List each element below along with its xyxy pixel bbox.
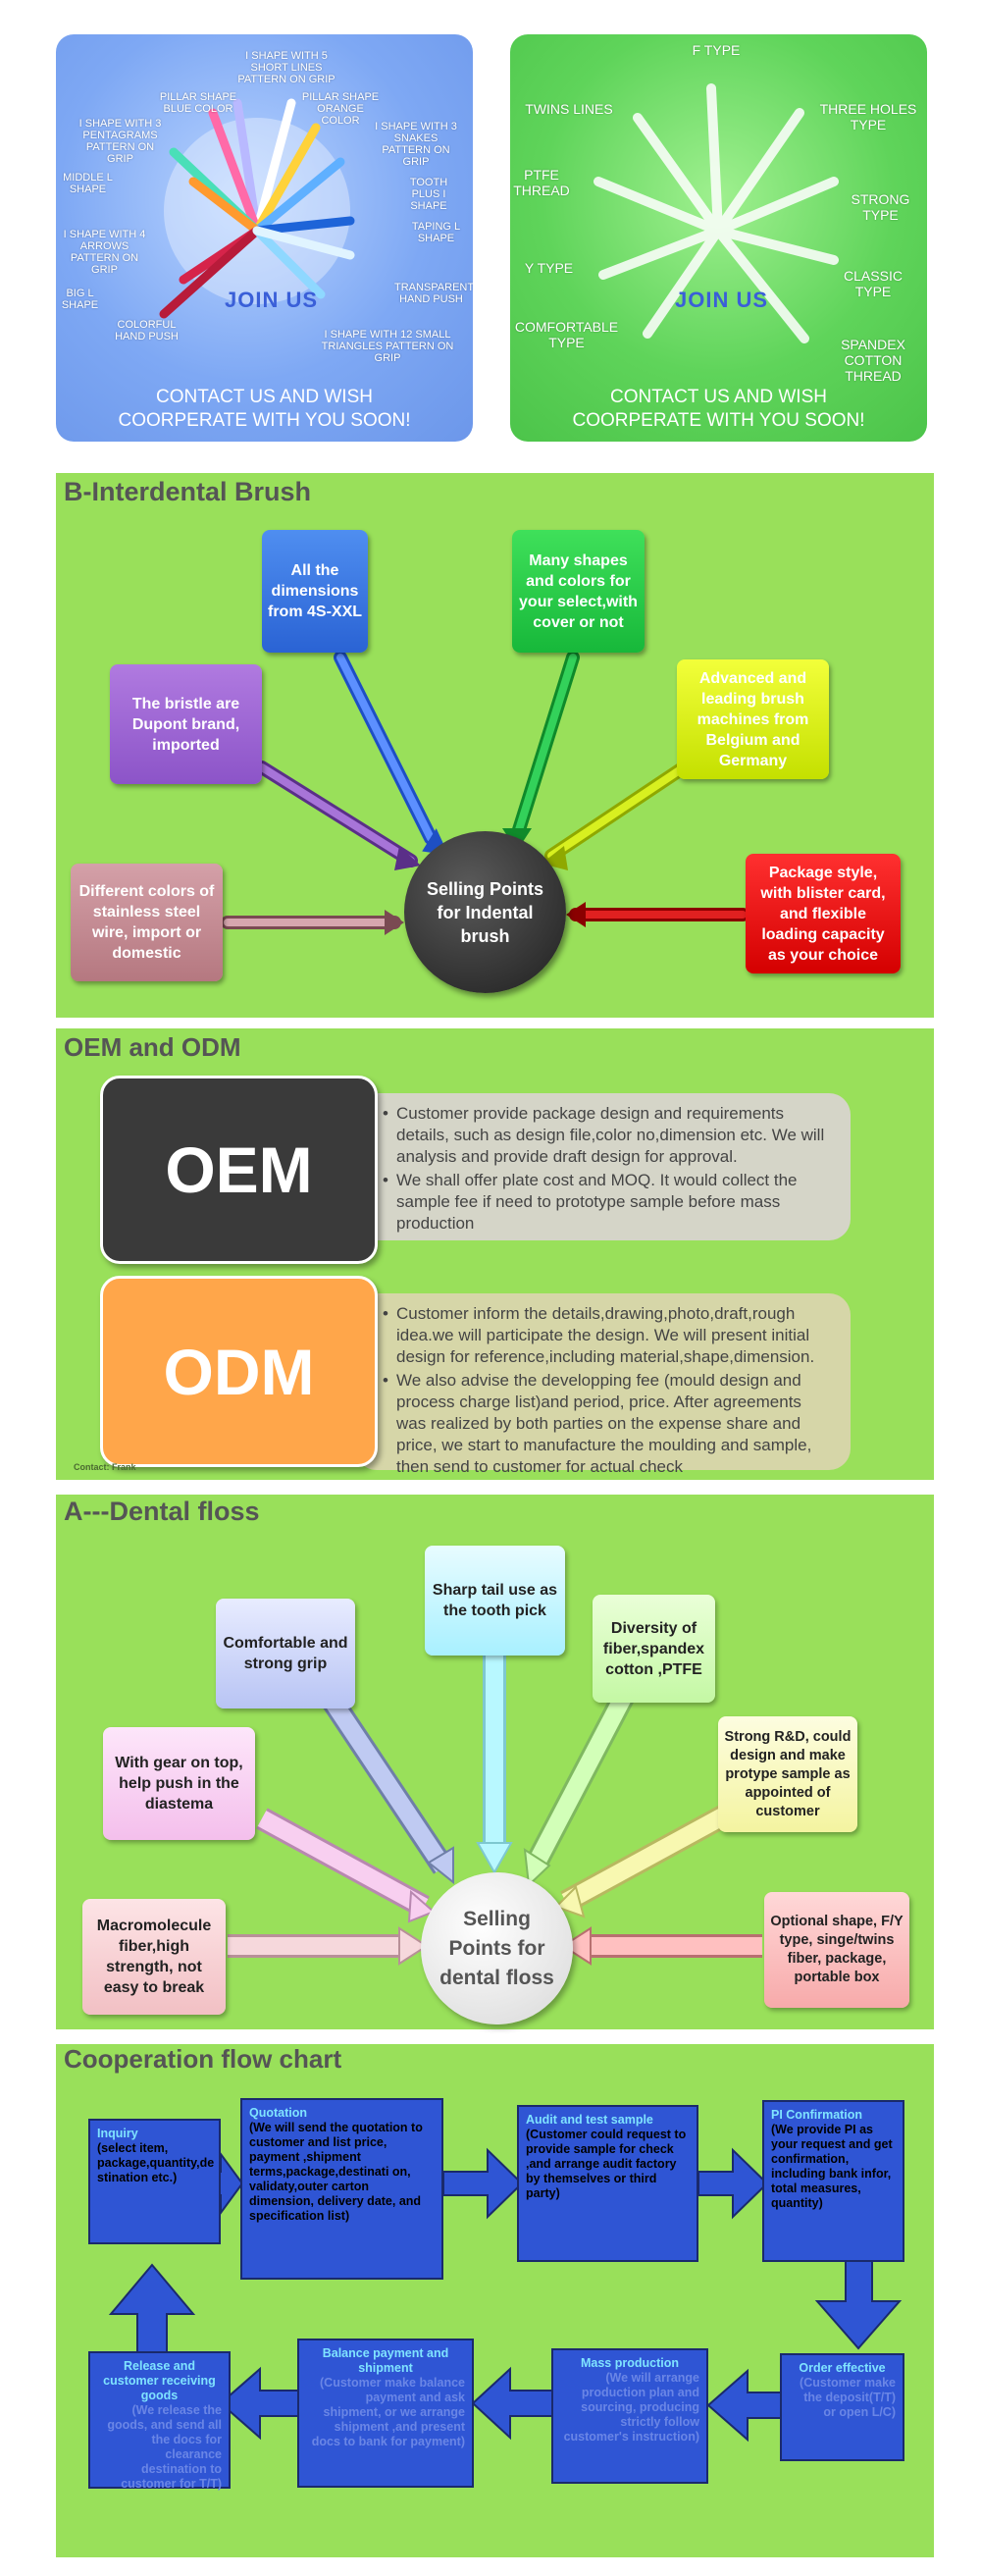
flow-step-body: (We will send the quotation to customer … [249,2121,423,2223]
flow-step-inquiry: Inquiry (select item, package,quantity,d… [88,2119,221,2244]
flow-step-title: PI Confirmation [771,2108,863,2122]
floss-picks [594,83,839,343]
contact-line: COORPERATE WITH YOU SOON! [118,410,411,431]
flow-step-body: (Customer make balance payment and ask s… [311,2376,465,2448]
floss-label: STRONG TYPE [851,191,910,223]
brush-label: I SHAPE WITH 12 SMALL TRIANGLES PATTERN … [321,329,454,364]
flow-step-title: Order effective [799,2361,886,2375]
brush-label: TOOTH PLUS I SHAPE [409,177,448,212]
contact-line: COORPERATE WITH YOU SOON! [572,410,865,431]
brush-point-box: Many shapes and colors for your select,w… [512,530,645,653]
floss-center-circle: Selling Points for dental floss [421,1872,573,2024]
contact-line: CONTACT US AND WISH [156,387,373,407]
oem-point: We shall offer plate cost and MOQ. It wo… [383,1170,835,1235]
brush-label: PILLAR SHAPE BLUE COLOR [159,91,237,115]
flow-step-audit-sample: Audit and test sample (Customer could re… [517,2105,698,2262]
contact-line: CONTACT US AND WISH [610,387,827,407]
odm-label-box: ODM [100,1276,378,1467]
flow-step-body: (Customer make the deposit(T/T) or open … [800,2376,896,2419]
brush-point-box: Advanced and leading brush machines from… [677,659,829,779]
cooperation-flow-panel: Cooperation flow chart Inquiry (select i… [56,2044,934,2557]
contact-note: Contact: Frank [74,1462,136,1472]
section-title: OEM and ODM [64,1032,241,1062]
brush-label: I SHAPE WITH 3 SNAKES PATTERN ON GRIP [375,121,457,168]
oem-odm-panel: OEM and ODM Customer provide package des… [56,1028,934,1480]
flow-step-body: (We release the goods, and send all the … [107,2403,222,2491]
flow-step-title: Quotation [249,2106,308,2120]
brush-handles [159,98,355,319]
brush-label: BIG L SHAPE [61,288,99,311]
floss-label: F TYPE [692,42,741,58]
flow-step-title: Release and customer receiving goods [103,2359,216,2402]
brush-label: I SHAPE WITH 3 PENTAGRAMS PATTERN ON GRI… [78,118,162,165]
brush-point-box: Different colors of stainless steel wire… [71,864,223,981]
oem-label-box: OEM [100,1076,378,1264]
floss-point-box: With gear on top, help push in the diast… [103,1727,255,1840]
flow-step-body: (Customer could request to provide sampl… [526,2128,687,2200]
join-us-text: JOIN US [225,288,319,312]
floss-label: COMFORTABLE TYPE [514,319,619,350]
flow-step-title: Mass production [580,2356,679,2370]
flow-step-order-effective: Order effective (Customer make the depos… [780,2353,904,2461]
floss-point-box: Macromolecule fiber,high strength, not e… [82,1899,226,2015]
flow-step-release-goods: Release and customer receiving goods (We… [88,2351,231,2491]
brush-label: TRANSPARENT HAND PUSH [394,282,473,305]
section-title: Cooperation flow chart [64,2044,342,2074]
brush-point-box: The bristle are Dupont brand, imported [110,664,262,784]
flow-step-title: Inquiry [97,2127,138,2140]
brush-label: COLORFUL HAND PUSH [115,319,179,342]
flow-step-quotation: Quotation (We will send the quotation to… [240,2098,443,2280]
flow-step-balance-payment: Balance payment and shipment (Customer m… [297,2339,474,2488]
brush-label: TAPING L SHAPE [411,221,461,244]
floss-point-box: Strong R&D, could design and make protyp… [718,1716,857,1832]
floss-label: TWINS LINES [525,101,613,117]
odm-point: We also advise the developping fee (moul… [383,1370,835,1478]
brush-fan-illustration [159,98,355,319]
flow-step-title: Balance payment and shipment [322,2346,449,2375]
join-us-text: JOIN US [675,288,769,312]
brush-selling-points-panel: B-Interdental Brush All the dimensions f… [56,473,934,1018]
floss-label: Y TYPE [524,260,574,276]
oem-description: Customer provide package design and requ… [355,1093,851,1240]
floss-point-box: Diversity of fiber,spandex cotton ,PTFE [593,1595,715,1703]
oem-point: Customer provide package design and requ… [383,1103,835,1168]
brush-label: I SHAPE WITH 5 SHORT LINES PATTERN ON GR… [237,50,336,85]
brush-banner: I SHAPE WITH 5 SHORT LINES PATTERN ON GR… [56,34,473,442]
flow-step-pi-confirmation: PI Confirmation (We provide PI as your r… [762,2100,904,2262]
flow-step-body: (We provide PI as your request and get c… [771,2123,893,2210]
flow-step-mass-production: Mass production (We will arrange product… [551,2348,708,2484]
floss-point-box: Comfortable and strong grip [216,1599,355,1709]
brush-point-box: All the dimensions from 4S-XXL [262,530,368,653]
floss-fan-illustration [594,83,839,343]
floss-banner: F TYPE TWINS LINES THREE HOLES TYPE PTFE… [510,34,927,442]
floss-selling-points-panel: A---Dental floss Sharp tail use as the t… [56,1495,934,2029]
flow-step-body: (We will arrange production plan and sou… [563,2371,699,2444]
brush-label: I SHAPE WITH 4 ARROWS PATTERN ON GRIP [63,229,146,276]
odm-description: Customer inform the details,drawing,phot… [355,1293,851,1476]
floss-label: SPANDEX COTTON THREAD [841,337,905,384]
section-title: B-Interdental Brush [64,477,312,506]
floss-label: PTFE THREAD [513,167,570,198]
floss-label: CLASSIC TYPE [844,268,903,299]
brush-label: PILLAR SHAPE ORANGE COLOR [301,91,380,127]
brush-center-circle: Selling Points for Indental brush [404,831,566,993]
floss-point-box: Optional shape, F/Y type, singe/twins fi… [764,1892,909,2008]
section-title: A---Dental floss [64,1497,260,1526]
floss-label: THREE HOLES TYPE [819,101,917,132]
brush-point-box: Package style, with blister card, and fl… [746,854,901,973]
flow-step-body: (select item, package,quantity,de stinat… [97,2141,215,2184]
flow-step-title: Audit and test sample [526,2113,653,2127]
floss-point-box: Sharp tail use as the tooth pick [425,1546,565,1656]
brush-label: MIDDLE L SHAPE [63,172,113,195]
odm-point: Customer inform the details,drawing,phot… [383,1303,835,1368]
